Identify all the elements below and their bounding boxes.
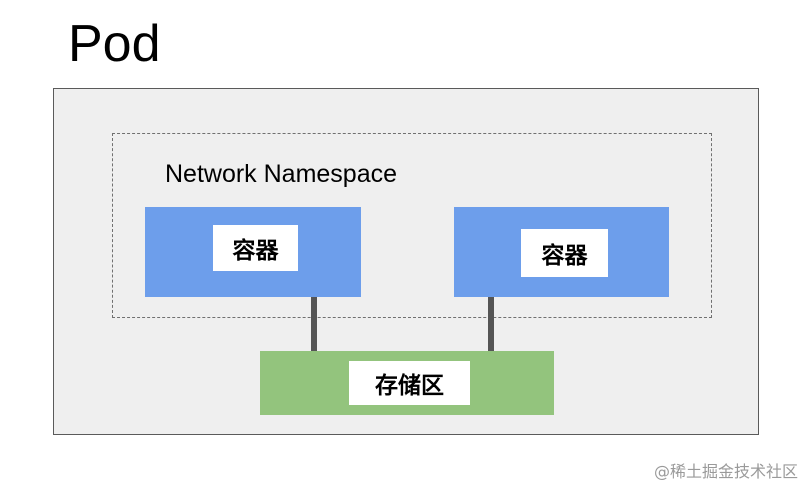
watermark: @稀土掘金技术社区	[653, 462, 798, 481]
network-namespace-label: Network Namespace	[164, 160, 398, 188]
storage-label: 存储区	[349, 361, 470, 405]
container-label-2: 容器	[521, 229, 608, 277]
container-box-1: 容器	[145, 207, 361, 297]
pod-title: Pod	[68, 15, 161, 73]
network-namespace-box	[112, 133, 712, 318]
connector-line-1	[311, 297, 317, 352]
storage-box: 存储区	[260, 351, 554, 415]
container-label-1: 容器	[213, 225, 298, 271]
connector-line-2	[488, 297, 494, 352]
container-box-2: 容器	[454, 207, 669, 297]
